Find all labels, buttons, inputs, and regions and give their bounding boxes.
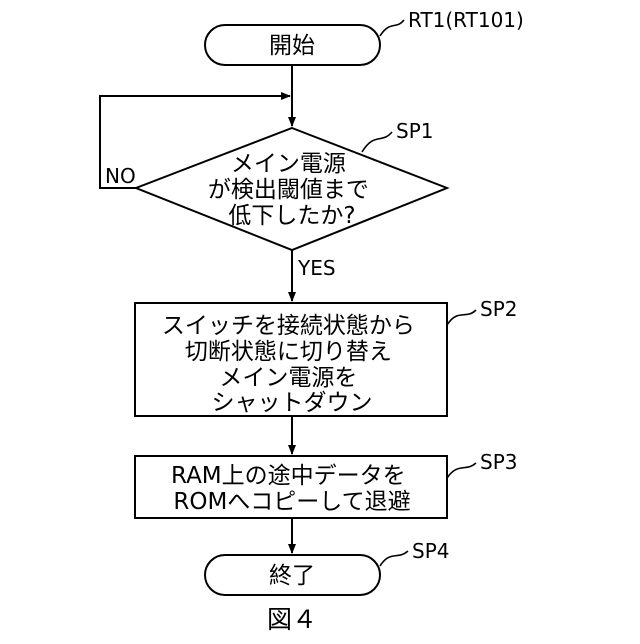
end-label: 終了 — [269, 563, 315, 589]
process1-line-3: メイン電源を — [219, 365, 357, 391]
rt-label: RT1(RT101) — [408, 8, 524, 32]
decision-line-2: が検出閾値まで — [208, 177, 369, 203]
process2-text: RAM上の途中データを ROMへコピーして退避 — [171, 463, 413, 515]
rt-leader-line — [380, 20, 404, 36]
process1-text: スイッチを接続状態から 切断状態に切り替え メイン電源を シャットダウン — [162, 313, 422, 416]
sp1-label: SP1 — [396, 119, 433, 143]
process2-line-1: RAM上の途中データを — [171, 463, 406, 489]
decision-line-1: メイン電源 — [231, 151, 346, 177]
sp2-leader-line — [447, 310, 476, 325]
start-label: 開始 — [269, 33, 315, 59]
sp4-label: SP4 — [412, 539, 449, 563]
sp3-label: SP3 — [480, 450, 517, 474]
yes-label: YES — [297, 256, 336, 280]
process1-line-1: スイッチを接続状態から — [162, 313, 415, 339]
process1-line-2: 切断状態に切り替え — [185, 339, 392, 365]
decision-text: メイン電源 が検出閾値まで 低下したか? — [208, 151, 376, 229]
decision-line-3: 低下したか? — [228, 203, 355, 229]
process2-line-2: ROMへコピーして退避 — [173, 489, 410, 515]
figure-caption: 図４ — [267, 605, 317, 634]
process1-line-4: シャットダウン — [212, 390, 373, 416]
sp1-leader-line — [362, 132, 392, 152]
no-label: NO — [105, 164, 136, 188]
sp2-label: SP2 — [480, 297, 517, 321]
sp3-leader-line — [447, 463, 476, 478]
sp4-leader-line — [380, 551, 408, 566]
